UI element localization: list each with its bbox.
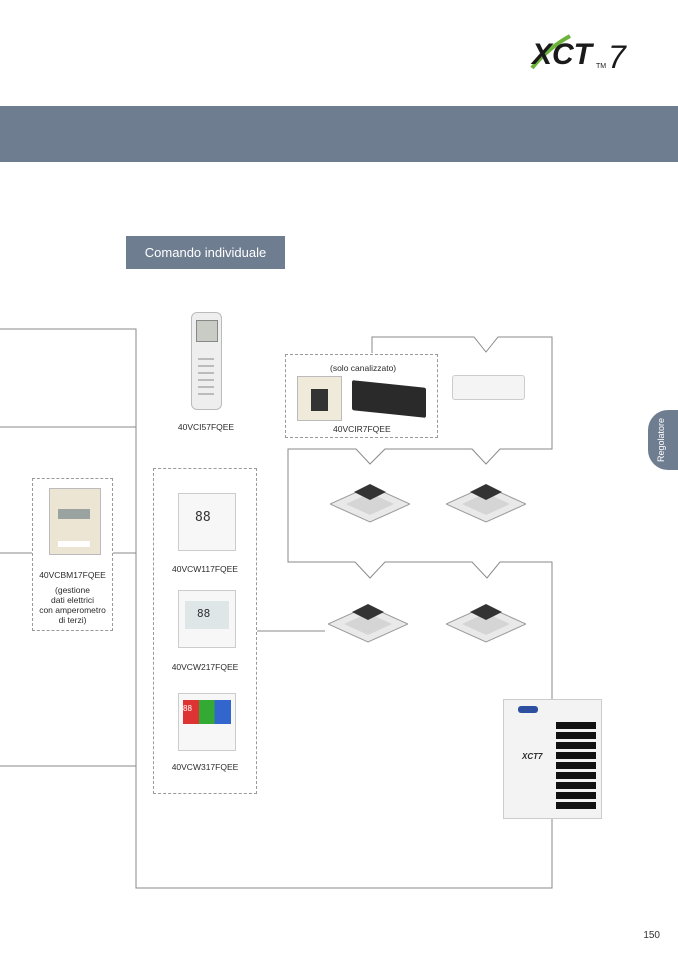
- wired3-code: 40VCW317FQEE: [171, 762, 239, 772]
- meter-note: (gestione dati elettrici con amperometro…: [32, 585, 113, 625]
- canal-note: (solo canalizzato): [330, 363, 397, 373]
- receiver-unit: [297, 376, 342, 421]
- wired-controller-3: 88: [178, 693, 236, 751]
- wired-display-2: 88: [197, 607, 211, 620]
- canalizzato-group: [285, 354, 438, 438]
- svg-text:7: 7: [608, 39, 627, 74]
- outdoor-label: XCT7: [522, 752, 543, 761]
- cassette-unit-3: [328, 604, 408, 643]
- wired-controllers-group: [153, 468, 257, 794]
- wall-split-unit: [452, 375, 525, 400]
- receiver-code: 40VCIR7FQEE: [333, 424, 391, 434]
- svg-text:TM: TM: [596, 63, 606, 70]
- wired2-code: 40VCW217FQEE: [171, 662, 239, 672]
- meter-note-line: con amperometro: [39, 605, 106, 615]
- brand-logo: XCT TM 7: [530, 34, 627, 74]
- remote-control: [191, 312, 222, 410]
- wired-display-1: 88: [195, 510, 211, 525]
- wired1-code: 40VCW117FQEE: [172, 564, 238, 574]
- meter-note-line: dati elettrici: [51, 595, 94, 605]
- remote-code: 40VCI57FQEE: [177, 422, 235, 432]
- meter-group: [32, 478, 113, 631]
- page-number: 150: [643, 930, 660, 941]
- cassette-unit-2: [446, 484, 526, 523]
- meter-code: 40VCBM17FQEE: [39, 570, 106, 580]
- wired-controller-1: 88: [178, 493, 236, 551]
- cassette-unit-4: [446, 604, 526, 643]
- side-tab[interactable]: [648, 410, 678, 470]
- meter-note-line: (gestione: [55, 585, 90, 595]
- meter-unit: [49, 488, 101, 555]
- meter-note-line: di terzi): [58, 615, 87, 625]
- outdoor-unit: XCT7: [503, 699, 602, 819]
- wired-controller-2: 88: [178, 590, 236, 648]
- cassette-unit-1: [330, 484, 410, 523]
- header-banner: [0, 106, 678, 162]
- section-tag: Comando individuale: [126, 236, 285, 269]
- wired-display-3: 88: [183, 704, 192, 713]
- svg-text:XCT: XCT: [530, 38, 595, 71]
